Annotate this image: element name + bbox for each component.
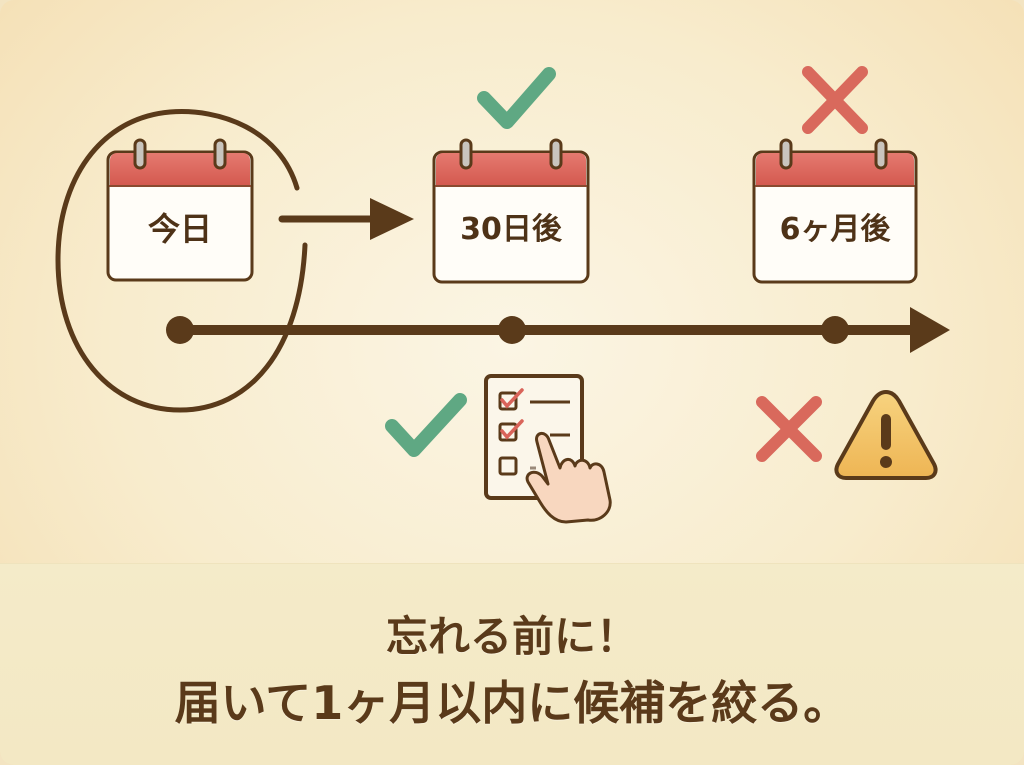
check-icon-lower (385, 393, 467, 457)
check-icon (477, 67, 556, 129)
headline-line1: 忘れる前に！ (385, 612, 638, 661)
today-highlight-circle (55, 109, 308, 413)
cross-icon (802, 66, 868, 134)
timeline-dot-today (166, 316, 194, 344)
calendar-label-today: 今日 (147, 210, 212, 248)
arrow-right-icon (278, 198, 414, 240)
timeline-dot-6months (821, 316, 849, 344)
calendar-label-6months: 6ヶ月後 (779, 212, 891, 247)
timeline-dot-30days (498, 316, 526, 344)
message-panel (0, 563, 1024, 765)
warning-icon (834, 389, 938, 480)
checklist-hand-icon (484, 374, 612, 524)
calendar-icon-6months (752, 138, 918, 284)
calendar-icon-today (106, 138, 254, 282)
headline-line2: 届いて1ヶ月以内に候補を絞る。 (174, 676, 850, 730)
timeline-axis (166, 307, 950, 353)
calendar-label-30days: 30日後 (460, 212, 562, 247)
calendar-icon-30days (432, 138, 590, 284)
cross-icon-lower (756, 396, 822, 462)
